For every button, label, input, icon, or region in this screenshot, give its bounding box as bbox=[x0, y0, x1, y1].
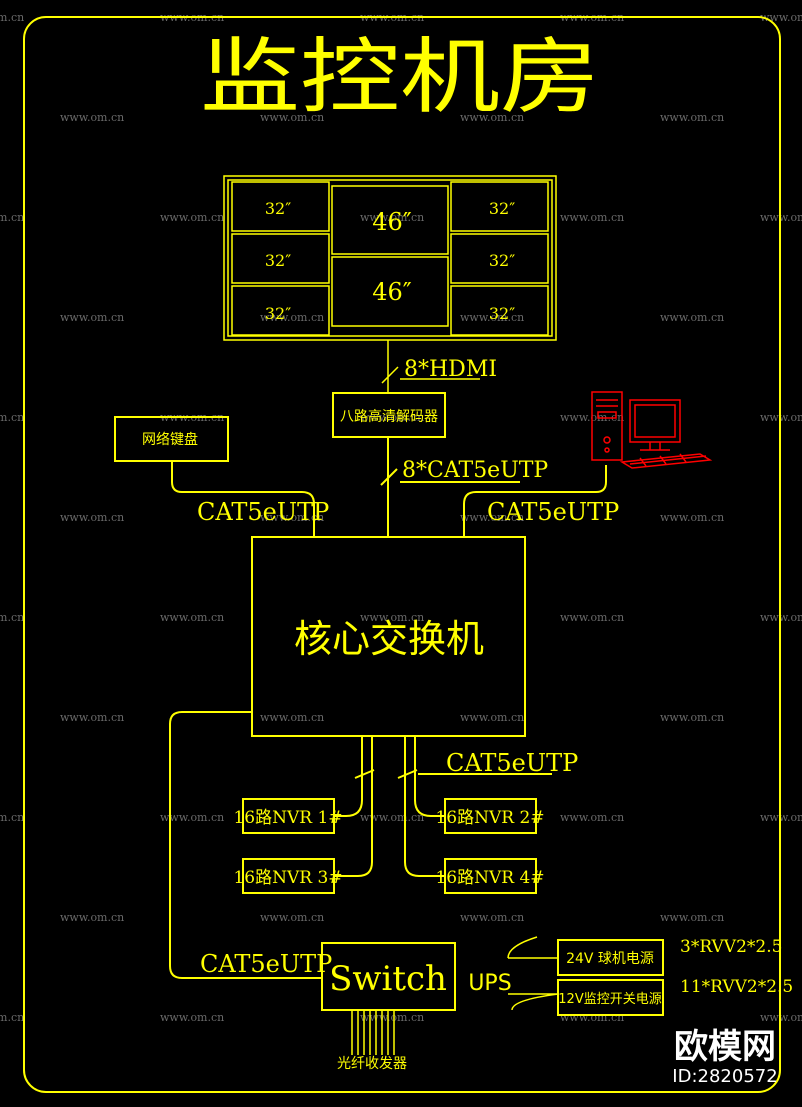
monitor-power-box bbox=[557, 979, 664, 1016]
nvr-label-3: 16路NVR 3# bbox=[233, 868, 342, 888]
watermark-url-text: www.om.cn bbox=[560, 1011, 624, 1024]
nvr-label-1: 16路NVR 1# bbox=[233, 808, 342, 828]
keyboard-link bbox=[171, 461, 315, 537]
hdmi-link bbox=[381, 340, 480, 393]
dome-power-box bbox=[557, 939, 664, 976]
outer-frame bbox=[23, 16, 781, 1093]
watermark-url-text: www.om.cn bbox=[560, 211, 624, 224]
watermark-url-text: www.om.cn bbox=[360, 411, 424, 424]
watermark-url-text: www.om.cn bbox=[260, 711, 324, 724]
keyboard-label: 网络键盘 bbox=[142, 431, 198, 448]
dome-power-cable-label: 3*RVV2*2.5 bbox=[680, 937, 782, 957]
monitor-32-label: 32″ bbox=[489, 304, 515, 323]
decoder-link-label: 8*CAT5eUTP bbox=[402, 458, 548, 483]
watermark-url-text: www.om.cn bbox=[460, 111, 524, 124]
monitor-46-label: 46″ bbox=[372, 208, 412, 236]
watermark-url-text: www.om.cn bbox=[660, 511, 724, 524]
watermark-url-text: www.om.cn bbox=[460, 911, 524, 924]
nvr-label-4: 16路NVR 4# bbox=[435, 868, 544, 888]
dome-power-label: 24V 球机电源 bbox=[566, 951, 654, 967]
monitor-32-label: 32″ bbox=[265, 199, 291, 218]
watermark-url-text: www.om.cn bbox=[360, 611, 424, 624]
monitor-32-label: 32″ bbox=[489, 251, 515, 270]
monitor-power-cable-label: 11*RVV2*2.5 bbox=[680, 977, 793, 997]
watermark-url-text: www.om.cn bbox=[0, 811, 24, 824]
watermark-url-text: www.om.cn bbox=[560, 611, 624, 624]
watermark-url-text: www.om.cn bbox=[160, 611, 224, 624]
monitor-32-3 bbox=[231, 285, 330, 336]
monitor-32-label: 32″ bbox=[489, 199, 515, 218]
watermark-url-text: www.om.cn bbox=[360, 211, 424, 224]
video-wall: 32″ 32″ 32″ 46″ 46″ 32″ 32″ 32″ bbox=[223, 175, 557, 341]
monitor-46-label: 46″ bbox=[372, 278, 412, 306]
pc-icon bbox=[591, 391, 713, 469]
core-switch-label: 核心交换机 bbox=[294, 617, 484, 661]
watermark-url-text: www.om.cn bbox=[0, 211, 24, 224]
watermark-url-text: www.om.cn bbox=[60, 311, 124, 324]
monitor-46-2 bbox=[331, 256, 449, 327]
watermark-url-text: www.om.cn bbox=[660, 711, 724, 724]
fiber-transceiver-label: 光纤收发器 bbox=[337, 1056, 407, 1072]
watermark-url-text: www.om.cn bbox=[460, 711, 524, 724]
monitor-32-label: 32″ bbox=[265, 251, 291, 270]
nvr-box-3 bbox=[242, 858, 335, 894]
watermark-url-text: www.om.cn bbox=[260, 111, 324, 124]
watermark-url-text: www.om.cn bbox=[660, 111, 724, 124]
pc-link bbox=[463, 465, 607, 537]
watermark-url-text: www.om.cn bbox=[260, 511, 324, 524]
monitor-32-label: 32″ bbox=[265, 304, 291, 323]
monitor-power-label: 12V监控开关电源 bbox=[558, 992, 661, 1007]
watermark-url-text: www.om.cn bbox=[660, 911, 724, 924]
core-switch-box bbox=[251, 536, 526, 737]
watermark-url-text: www.om.cn bbox=[260, 911, 324, 924]
watermark-url-text: www.om.cn bbox=[0, 1011, 24, 1024]
core-to-switch-link bbox=[169, 711, 322, 979]
watermark-url-text: www.om.cn bbox=[60, 111, 124, 124]
ups-brace bbox=[507, 936, 559, 1011]
monitor-32-2 bbox=[231, 233, 330, 284]
fiber-bundle bbox=[351, 1010, 395, 1055]
monitor-32-1 bbox=[231, 181, 330, 232]
nvr-box-1 bbox=[242, 798, 335, 834]
monitor-32-6 bbox=[450, 285, 549, 336]
watermark-url-text: www.om.cn bbox=[60, 711, 124, 724]
monitor-32-4 bbox=[450, 181, 549, 232]
watermark-url-text: www.om.cn bbox=[660, 311, 724, 324]
page-title: 监控机房 bbox=[200, 30, 600, 125]
monitor-46-1 bbox=[331, 185, 449, 255]
core-to-switch-label: CAT5eUTP bbox=[200, 950, 332, 978]
hdmi-label: 8*HDMI bbox=[404, 357, 497, 382]
nvr-label-2: 16路NVR 2# bbox=[435, 808, 544, 828]
watermark-url-text: www.om.cn bbox=[160, 1011, 224, 1024]
watermark-url-text: www.om.cn bbox=[160, 811, 224, 824]
watermark-url-text: www.om.cn bbox=[0, 411, 24, 424]
watermark-url-text: www.om.cn bbox=[60, 511, 124, 524]
decoder-link bbox=[380, 437, 520, 537]
access-switch-label: Switch bbox=[329, 959, 447, 999]
pc-link-label: CAT5eUTP bbox=[487, 498, 619, 526]
nvr-links bbox=[334, 736, 552, 877]
nvr-box-2 bbox=[444, 798, 537, 834]
watermark-url-text: www.om.cn bbox=[260, 311, 324, 324]
brand-watermark: 欧模网 bbox=[674, 1027, 776, 1067]
monitor-32-5 bbox=[450, 233, 549, 284]
id-watermark: ID:2820572 bbox=[672, 1066, 777, 1087]
watermark-url-text: www.om.cn bbox=[160, 211, 224, 224]
watermark-url-text: www.om.cn bbox=[0, 611, 24, 624]
watermark-url-text: www.om.cn bbox=[60, 911, 124, 924]
watermark-url-text: www.om.cn bbox=[460, 511, 524, 524]
ups-label: UPS bbox=[468, 971, 511, 996]
watermark-url-text: www.om.cn bbox=[560, 811, 624, 824]
nvr-box-4 bbox=[444, 858, 537, 894]
watermark-layer: www.om.cn www.om.cn www.om.cn www.om.cn www.… bbox=[0, 11, 802, 1024]
watermark-url-text: www.om.cn bbox=[360, 811, 424, 824]
nvr-link-label: CAT5eUTP bbox=[446, 749, 578, 777]
watermark-url-text: www.om.cn bbox=[0, 11, 24, 24]
keyboard-link-label: CAT5eUTP bbox=[197, 498, 329, 526]
watermark-url-text: www.om.cn bbox=[460, 311, 524, 324]
decoder-label: 八路高清解码器 bbox=[340, 408, 438, 425]
